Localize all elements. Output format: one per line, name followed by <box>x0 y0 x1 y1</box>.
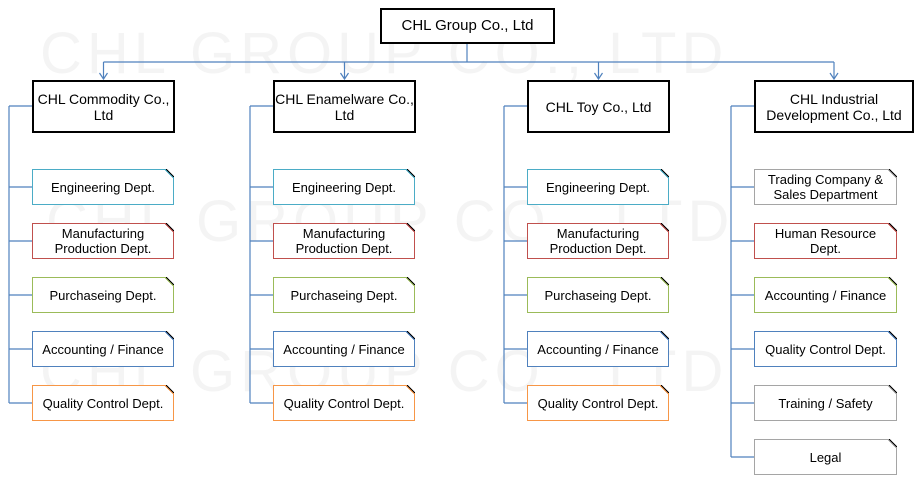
department-node: Human Resource Dept. <box>754 223 897 259</box>
department-node: Training / Safety <box>754 385 897 421</box>
company-node: CHL Industrial Development Co., Ltd <box>754 80 914 133</box>
connector-arrowhead <box>829 72 839 81</box>
department-node: Quality Control Dept. <box>527 385 669 421</box>
company-node: CHL Enamelware Co., Ltd <box>273 80 416 133</box>
department-node: Engineering Dept. <box>32 169 174 205</box>
department-node: Engineering Dept. <box>527 169 669 205</box>
root-node-group: CHL Group Co., Ltd <box>380 8 555 44</box>
department-node: Trading Company & Sales Department <box>754 169 897 205</box>
connector-arrowhead <box>594 72 603 81</box>
department-node: Accounting / Finance <box>527 331 669 367</box>
department-node: Accounting / Finance <box>32 331 174 367</box>
department-node: Manufacturing Production Dept. <box>32 223 174 259</box>
department-node: Accounting / Finance <box>754 277 897 313</box>
department-node: Engineering Dept. <box>273 169 415 205</box>
department-node: Quality Control Dept. <box>273 385 415 421</box>
department-node: Manufacturing Production Dept. <box>527 223 669 259</box>
connector-arrowhead <box>99 72 108 81</box>
connector-arrowhead <box>340 72 349 81</box>
department-node: Accounting / Finance <box>273 331 415 367</box>
department-node: Purchaseing Dept. <box>32 277 174 313</box>
department-node: Quality Control Dept. <box>754 331 897 367</box>
department-node: Purchaseing Dept. <box>527 277 669 313</box>
department-node: Manufacturing Production Dept. <box>273 223 415 259</box>
company-node: CHL Commodity Co., Ltd <box>32 80 175 133</box>
department-node: Purchaseing Dept. <box>273 277 415 313</box>
company-node: CHL Toy Co., Ltd <box>527 80 670 133</box>
department-node: Legal <box>754 439 897 475</box>
department-node: Quality Control Dept. <box>32 385 174 421</box>
